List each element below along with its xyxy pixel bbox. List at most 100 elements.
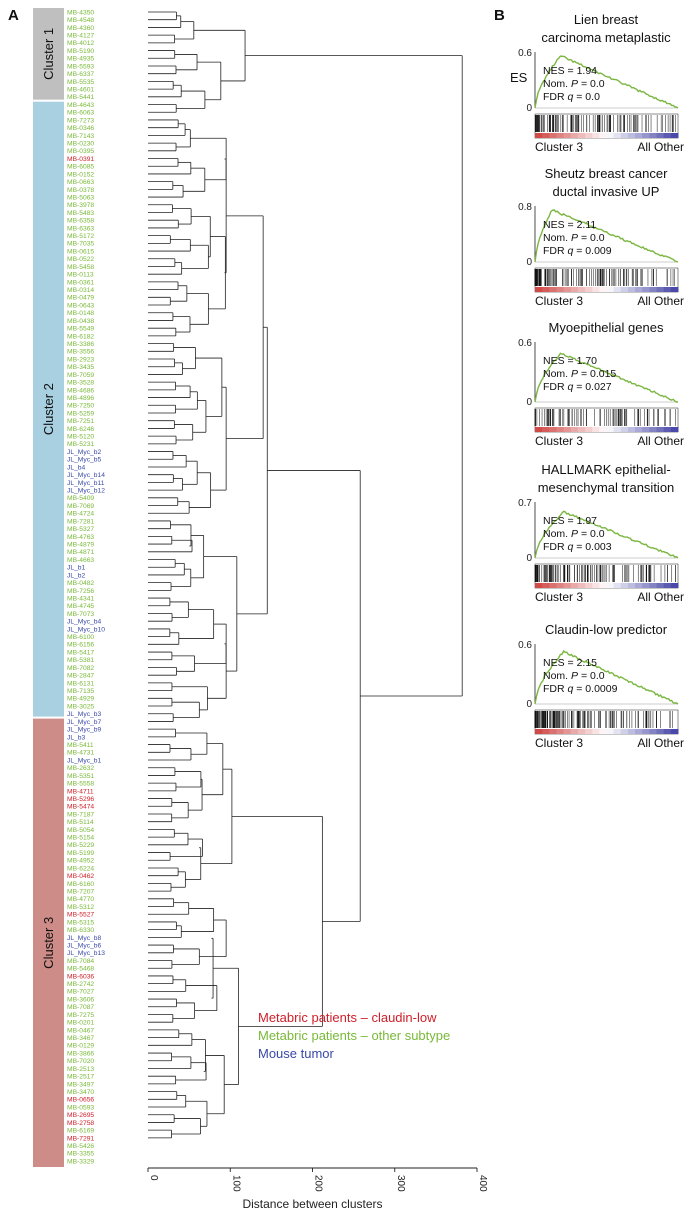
gsea-stat-part: P	[571, 368, 578, 380]
rank-gradient	[620, 133, 629, 138]
gsea-stat: Nom. P = 0.0	[543, 528, 605, 540]
rank-gradient	[599, 287, 607, 292]
x-tick-label: 200	[313, 1175, 324, 1192]
rank-gradient	[542, 583, 550, 588]
leaf-label: MB-5535	[67, 79, 94, 86]
leaf-label: MB-5154	[67, 835, 94, 842]
rank-gradient	[556, 729, 565, 734]
gsea-stat: NES = 1.94	[543, 65, 597, 77]
leaf-label: MB-0314	[67, 287, 94, 294]
rank-gradient	[606, 427, 615, 432]
leaf-label: MB-4871	[67, 549, 94, 556]
rank-gradient	[585, 133, 593, 138]
rank-gradient	[549, 287, 557, 292]
gsea-x-label-right: All Other	[637, 294, 684, 308]
rank-gradient	[642, 133, 650, 138]
rank-gradient	[656, 133, 665, 138]
rank-gradient	[599, 729, 607, 734]
leaf-label: MB-0593	[67, 1104, 94, 1111]
gsea-stat-part: = 0.027	[573, 381, 611, 393]
leaf-label: MB-5199	[67, 850, 94, 857]
rank-gradient	[663, 583, 672, 588]
rank-gradient	[635, 427, 643, 432]
leaf-label: MB-0438	[67, 318, 94, 325]
gsea-stat: Nom. P = 0.0	[543, 670, 605, 682]
gsea-stat: FDR q = 0.003	[543, 541, 612, 553]
leaf-label: MB-0467	[67, 1027, 94, 1034]
rank-gradient	[599, 427, 607, 432]
leaf-label: MB-5426	[67, 1143, 94, 1150]
rank-gradient	[649, 427, 658, 432]
rank-gradient	[592, 427, 600, 432]
leaf-label: JL_b2	[67, 572, 86, 579]
leaf-label: MB-4711	[67, 788, 94, 795]
rank-gradient	[670, 287, 679, 292]
rank-gradient	[535, 133, 543, 138]
rank-gradient	[585, 287, 593, 292]
rank-gradient	[606, 287, 615, 292]
gsea-stat-part: NES =	[543, 657, 577, 669]
gsea-ymin-label: 0	[526, 397, 532, 408]
gsea-stat-part: FDR	[543, 541, 568, 553]
leaf-label: JL_Myc_b8	[67, 935, 101, 942]
leaf-label: MB-5114	[67, 819, 94, 826]
leaf-label: JL_Myc_b12	[67, 488, 105, 495]
leaf-label: MB-4341	[67, 595, 94, 602]
leaf-label: MB-4952	[67, 858, 94, 865]
leaf-label: MB-4360	[67, 25, 94, 32]
rank-gradient	[570, 133, 579, 138]
leaf-label: MB-7291	[67, 1135, 94, 1142]
gsea-x-label-left: Cluster 3	[535, 140, 583, 154]
leaf-label: MB-0522	[67, 256, 94, 263]
rank-gradient	[606, 133, 615, 138]
rank-gradient	[670, 133, 679, 138]
rank-gradient	[585, 729, 593, 734]
cluster-label: Cluster 2	[41, 383, 56, 435]
gsea-stat: FDR q = 0.0009	[543, 683, 618, 695]
gsea-stat: Nom. P = 0.015	[543, 368, 616, 380]
gsea-x-label-right: All Other	[637, 736, 684, 750]
leaf-label: MB-5229	[67, 842, 94, 849]
leaf-label: MB-7275	[67, 1012, 94, 1019]
leaf-label: MB-4127	[67, 33, 94, 40]
leaf-label: MB-0391	[67, 156, 94, 163]
rank-gradient	[585, 427, 593, 432]
gsea-stat-part: Nom.	[543, 670, 571, 682]
gsea-stat-part: q	[568, 541, 574, 553]
rank-gradient	[599, 133, 607, 138]
gsea-stat-part: q	[568, 683, 574, 695]
leaf-label: MB-7059	[67, 372, 94, 379]
es-curve	[534, 55, 679, 109]
gsea-ymin-label: 0	[526, 257, 532, 268]
es-curve	[534, 649, 679, 705]
gsea-stat: NES = 2.11	[543, 219, 596, 231]
leaf-label: MB-6363	[67, 225, 94, 232]
gsea-stat: FDR q = 0.0	[543, 91, 600, 103]
rank-gradient	[549, 729, 557, 734]
leaf-label: MB-5172	[67, 233, 94, 240]
leaf-label: MB-3467	[67, 1035, 94, 1042]
legend-entry: Mouse tumor	[258, 1046, 335, 1061]
cluster-bar	[33, 718, 64, 1167]
leaf-label: MB-7251	[67, 418, 94, 425]
leaf-label: MB-0482	[67, 580, 94, 587]
gsea-stat-part: q	[568, 91, 574, 103]
leaf-label: JL_Myc_b3	[67, 711, 101, 718]
leaf-label: MB-6169	[67, 1128, 94, 1135]
gsea-stat-part: 2.15	[577, 657, 598, 669]
leaf-label: MB-3606	[67, 996, 94, 1003]
legend-entry: Metabric patients – claudin-low	[258, 1010, 437, 1025]
leaf-label: MB-0346	[67, 125, 94, 132]
gsea-title: mesenchymal transition	[538, 480, 675, 495]
rank-gradient	[577, 133, 586, 138]
leaf-label: JL_Myc_b2	[67, 449, 101, 456]
rank-gradient	[656, 427, 665, 432]
leaf-label: MB-5259	[67, 410, 94, 417]
rank-gradient	[542, 287, 550, 292]
leaf-label: MB-7073	[67, 611, 94, 618]
leaf-label: MB-5296	[67, 796, 94, 803]
rank-gradient	[649, 287, 658, 292]
leaf-label: MB-2695	[67, 1112, 94, 1119]
rank-gradient	[642, 427, 650, 432]
gsea-ymin-label: 0	[526, 699, 532, 710]
